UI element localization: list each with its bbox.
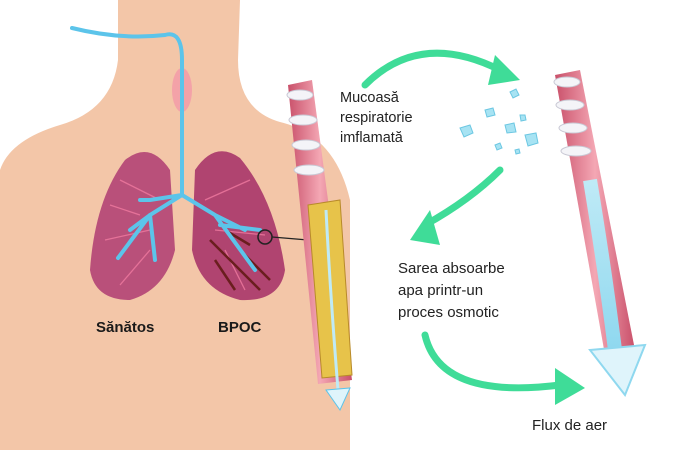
- healthy-label: Sănătos: [96, 319, 155, 336]
- small-air-arrow: [325, 387, 351, 412]
- mucosa-line-3: imflamată: [340, 130, 403, 146]
- process-arrowheads: [410, 55, 585, 405]
- mucosa-label: Mucoasă respiratorie imflamată: [340, 88, 413, 148]
- inflamed-bronchus: [286, 80, 353, 412]
- copd-damage: [209, 228, 271, 291]
- airway-path: [70, 26, 262, 272]
- zoom-pointer-line: [271, 236, 309, 241]
- salt-line-1: Sarea absoarbe: [398, 260, 505, 277]
- salt-label: Sarea absoarbe apa printr-un proces osmo…: [398, 258, 505, 324]
- mucosa-line-2: respiratorie: [340, 110, 413, 126]
- airflow-label: Flux de aer: [532, 417, 608, 434]
- process-arrows: [361, 49, 564, 392]
- salt-line-2: apa printr-un: [398, 282, 484, 299]
- lung-vessels: [104, 179, 266, 291]
- copd-label: BPOC: [218, 319, 262, 336]
- salt-line-3: proces osmotic: [398, 304, 499, 321]
- airflow-arrow: [588, 343, 647, 397]
- salt-crystals: [459, 88, 539, 155]
- mucosa-line-1: Mucoasă: [340, 90, 399, 106]
- clear-bronchus: [553, 70, 647, 397]
- body-silhouette: [0, 0, 350, 450]
